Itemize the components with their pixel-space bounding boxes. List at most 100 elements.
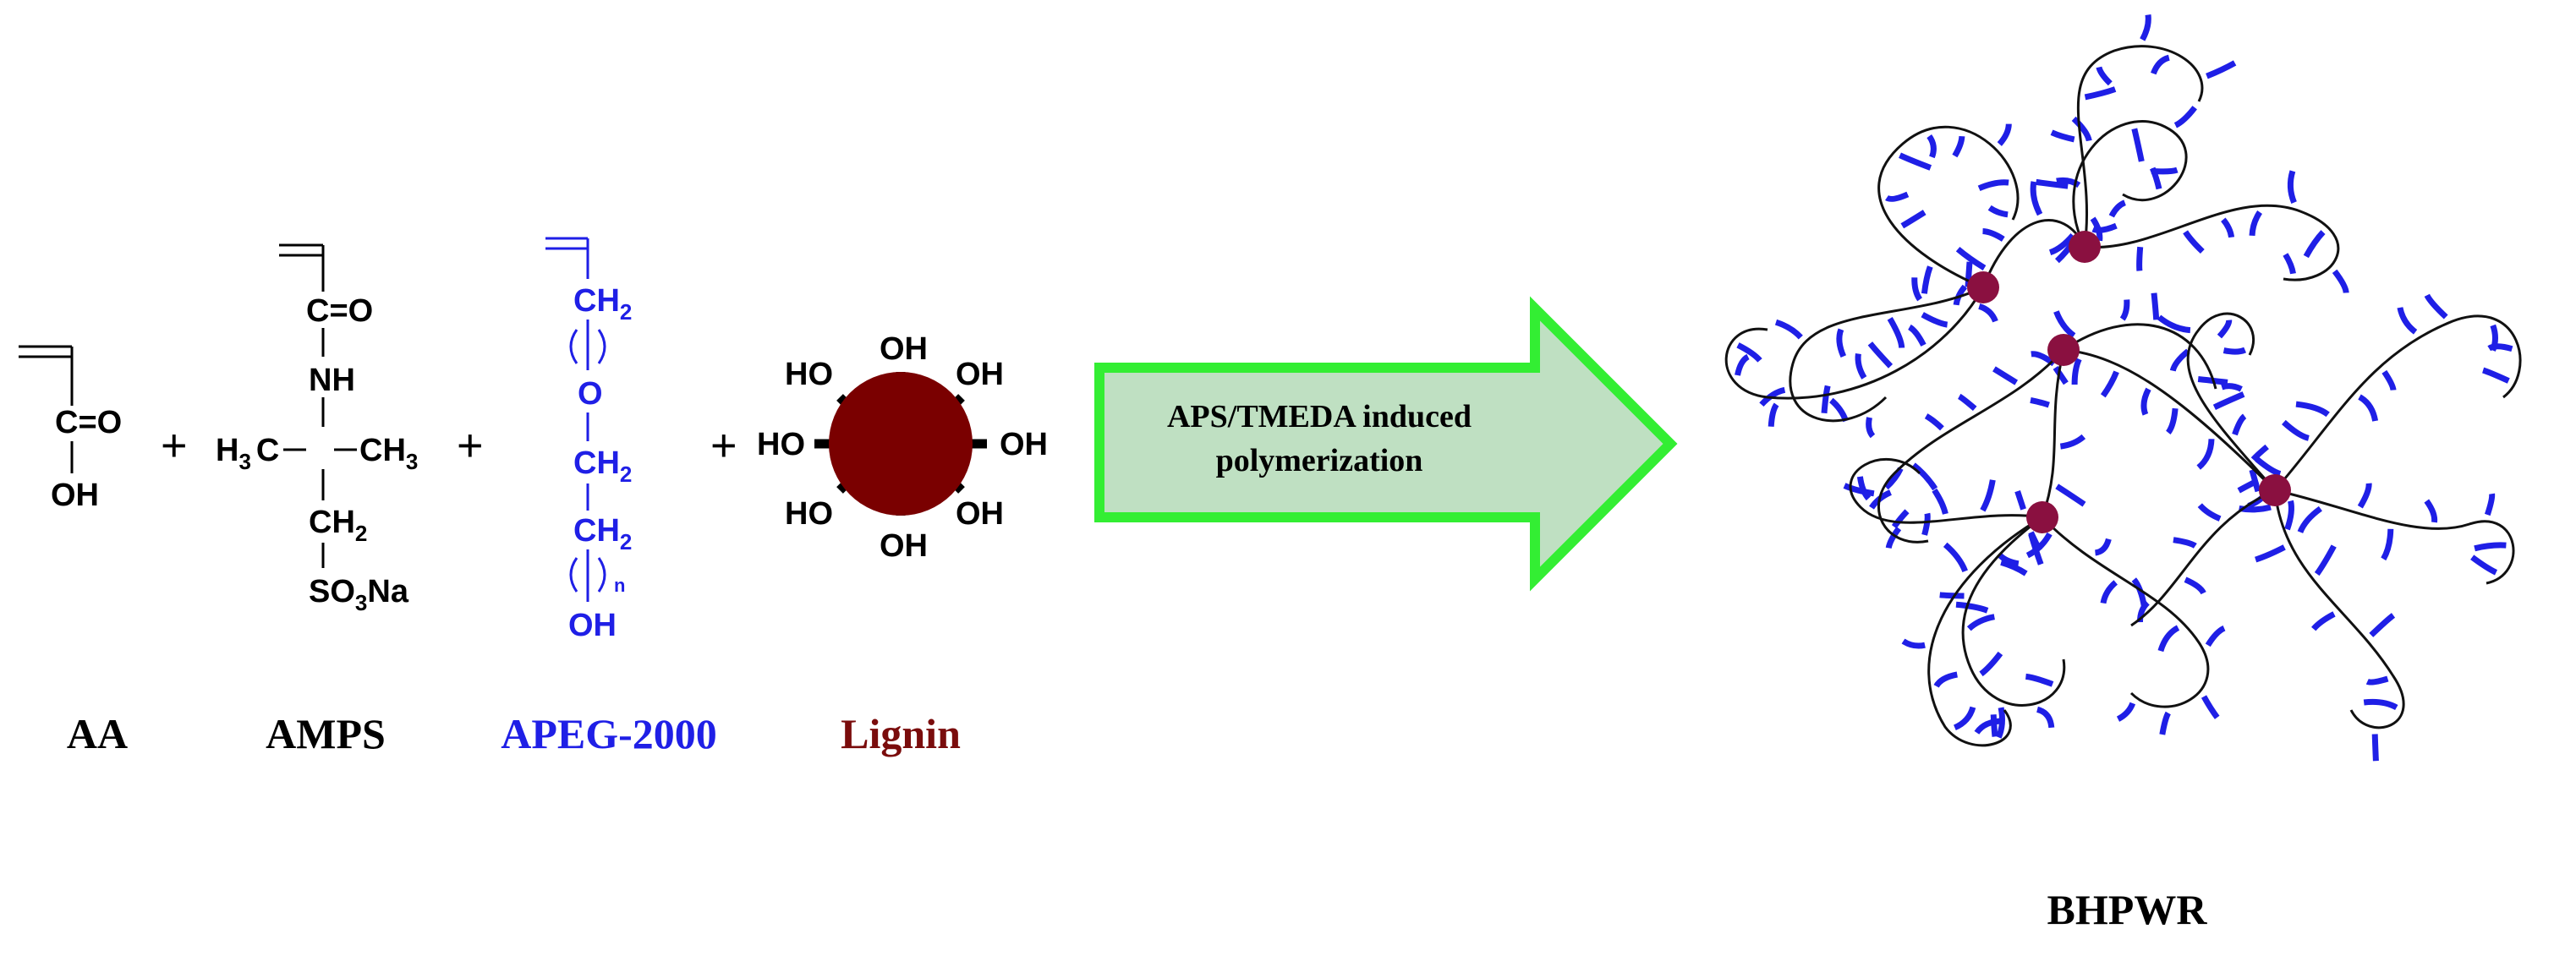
plus-sign-1: + bbox=[161, 420, 188, 471]
side-chain bbox=[1856, 476, 1872, 501]
crosslink-node bbox=[2069, 231, 2101, 263]
backbone-chain bbox=[2063, 323, 2217, 390]
amps-methylene: CH2 bbox=[309, 505, 367, 546]
side-chain bbox=[1921, 512, 1931, 536]
amps-sulfonate: SO3Na bbox=[309, 574, 409, 615]
plus-sign-2: + bbox=[457, 420, 484, 471]
side-chain bbox=[2131, 577, 2147, 608]
side-chain bbox=[2282, 419, 2310, 441]
label-aa: AA bbox=[67, 710, 128, 757]
lignin-oh-right: OH bbox=[1000, 427, 1048, 462]
side-chain bbox=[1966, 614, 1995, 631]
side-chain bbox=[1933, 671, 1958, 688]
side-chain bbox=[2056, 177, 2081, 188]
side-chain bbox=[2100, 370, 2119, 398]
side-chain bbox=[1821, 385, 1831, 414]
side-chain bbox=[1759, 386, 1786, 407]
side-chain bbox=[1735, 353, 1750, 376]
side-chain bbox=[2140, 387, 2151, 416]
side-chain bbox=[2096, 66, 2113, 86]
side-chain bbox=[2332, 269, 2349, 293]
side-chain bbox=[2295, 401, 2330, 418]
side-chain bbox=[2091, 222, 2118, 233]
plus-sign-3: + bbox=[710, 420, 737, 471]
side-chain bbox=[2050, 129, 2075, 143]
side-chain bbox=[2474, 542, 2507, 552]
side-chain bbox=[1885, 191, 1910, 202]
side-chain bbox=[1992, 366, 2019, 385]
arrow-shape bbox=[1094, 296, 1678, 592]
side-chain bbox=[2151, 54, 2170, 75]
backbone-chain bbox=[1789, 286, 1984, 423]
side-chain bbox=[2250, 444, 2269, 462]
backbone-chain bbox=[1877, 125, 2020, 289]
apeg-repeat-bracket-open-r bbox=[597, 329, 606, 364]
side-chain bbox=[2397, 307, 2418, 335]
side-chain bbox=[2255, 544, 2286, 563]
side-chain bbox=[2482, 367, 2510, 384]
apeg-vinyl-bond bbox=[545, 237, 589, 279]
lignin-ho-bottom-left: HO bbox=[785, 496, 833, 532]
backbone-chain bbox=[2063, 348, 2277, 492]
side-chain bbox=[1736, 342, 1762, 363]
arrow-text-line-1: APS/TMEDA induced bbox=[1167, 399, 1472, 434]
side-chain bbox=[2140, 14, 2151, 41]
side-chain bbox=[1900, 210, 1927, 229]
side-chain bbox=[2030, 396, 2050, 408]
crosslink-node bbox=[2047, 334, 2080, 366]
aa-hydroxyl: OH bbox=[51, 478, 99, 513]
side-chain bbox=[1921, 265, 1933, 294]
lignin-ho-top-left: HO bbox=[785, 357, 833, 392]
apeg-repeat-n: n bbox=[614, 575, 625, 596]
side-chain bbox=[2184, 576, 2206, 595]
side-chain bbox=[2094, 538, 2112, 556]
side-chain bbox=[2028, 531, 2042, 552]
backbone-chain bbox=[1981, 219, 2086, 288]
side-chain bbox=[1979, 651, 2003, 677]
side-chain bbox=[2053, 310, 2076, 338]
side-chain bbox=[1843, 483, 1875, 497]
backbone-chain bbox=[1927, 516, 2043, 747]
apeg-structure: CH2 O CH2 CH2 n OH bbox=[545, 237, 632, 643]
aa-structure: C=O OH bbox=[19, 345, 122, 513]
crosslink-node bbox=[2259, 474, 2291, 506]
backbone-chain bbox=[2130, 489, 2276, 627]
side-chain bbox=[2297, 505, 2322, 534]
apeg-repeat-bracket-close bbox=[569, 557, 578, 593]
side-chain bbox=[2059, 434, 2086, 450]
side-chain bbox=[1998, 553, 2020, 567]
aa-carbonyl: C=O bbox=[55, 405, 122, 440]
side-chain bbox=[1887, 317, 1905, 348]
label-apeg: APEG-2000 bbox=[501, 710, 717, 757]
side-chain bbox=[1911, 462, 1938, 491]
side-chain bbox=[2108, 199, 2127, 218]
side-chain bbox=[2487, 343, 2513, 352]
side-chain bbox=[2196, 439, 2215, 470]
apeg-ch2-2: CH2 bbox=[573, 445, 632, 487]
side-chain bbox=[2205, 625, 2226, 647]
side-chain bbox=[1957, 393, 1977, 412]
side-chain bbox=[2119, 299, 2130, 321]
apeg-ch2-1: CH2 bbox=[573, 283, 632, 325]
lignin-oh-top: OH bbox=[880, 331, 928, 367]
side-chain bbox=[2030, 181, 2043, 216]
side-chain bbox=[2287, 170, 2297, 204]
side-chain bbox=[2048, 233, 2075, 256]
backbone-chain bbox=[2041, 349, 2065, 518]
side-chain bbox=[1955, 247, 1987, 270]
apeg-ch2-3: CH2 bbox=[573, 513, 632, 554]
lignin-oh-bottom: OH bbox=[880, 528, 928, 564]
side-chain bbox=[2025, 673, 2054, 687]
side-chain bbox=[1977, 179, 2009, 192]
side-chain bbox=[2381, 528, 2394, 561]
backbone-chain bbox=[2186, 312, 2277, 491]
backbone-chain bbox=[2076, 45, 2204, 248]
reaction-arrow: APS/TMEDA induced polymerization bbox=[1094, 296, 1678, 592]
side-chain bbox=[2424, 499, 2438, 523]
side-chain bbox=[2157, 314, 2191, 334]
side-chain bbox=[2157, 625, 2180, 653]
backbone-chains bbox=[1724, 45, 2522, 747]
side-chain bbox=[2169, 348, 2190, 372]
